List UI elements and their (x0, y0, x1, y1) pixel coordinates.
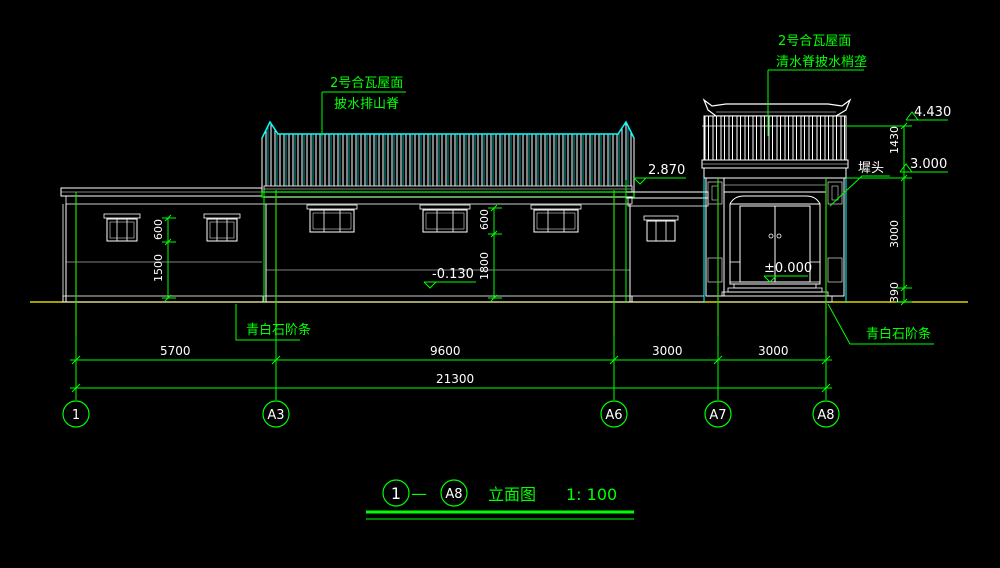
axis-bubbles (62, 400, 840, 428)
wall-corner-label: 墀头 (858, 161, 884, 176)
elev-gate-eave: 3.000 (910, 157, 947, 172)
gate-house (701, 98, 852, 336)
gate-roof (703, 115, 847, 169)
title-graphics (366, 479, 634, 520)
dim-seg-4: 3000 (758, 344, 789, 358)
window-main-1 (306, 204, 358, 233)
main-roof (261, 121, 635, 193)
elev-side-eave: 2.870 (648, 163, 685, 178)
window-left-2 (203, 213, 241, 242)
gate-roof-label-2: 清水脊披水梢垄 (776, 55, 867, 70)
dim-sill-left: 1500 (152, 254, 165, 282)
axis-label-a3: A3 (267, 408, 284, 423)
window-main-2 (419, 204, 471, 233)
stone-step-right-label: 青白石阶条 (866, 326, 931, 342)
main-roof-label-2: 披水排山脊 (334, 97, 399, 112)
axis-grid-lines (75, 178, 827, 400)
dim-gate-wall: 3000 (888, 220, 901, 248)
window-left-1 (103, 213, 141, 242)
dim-window-mid: 600 (478, 209, 491, 230)
main-roof-label-1: 2号合瓦屋面 (330, 76, 403, 91)
axis-label-1: 1 (72, 408, 80, 423)
elev-ground: ±0.000 (764, 261, 812, 276)
stone-step-left-label: 青白石阶条 (246, 322, 311, 338)
dim-seg-3: 3000 (652, 344, 683, 358)
dim-gate-base: 390 (888, 282, 901, 303)
right-wing (625, 191, 709, 303)
title-dash: — (411, 484, 427, 503)
axis-label-a8: A8 (817, 408, 834, 423)
axis-label-a6: A6 (605, 408, 622, 423)
dim-sill-mid: 1800 (478, 252, 491, 280)
level-markers (423, 111, 948, 289)
gate-roof-label-1: 2号合瓦屋面 (778, 34, 851, 49)
title-to-axis: A8 (445, 487, 462, 502)
vertical-dimension-lines (162, 122, 912, 306)
dim-total: 21300 (436, 372, 474, 386)
axis-label-a7: A7 (709, 408, 726, 423)
dim-gate-roof: 1430 (888, 126, 901, 154)
dim-seg-1: 5700 (160, 344, 191, 358)
horizontal-dimension-lines (70, 355, 832, 393)
dim-window-left: 600 (152, 219, 165, 240)
elev-gate-ridge: 4.430 (914, 105, 951, 120)
main-hall (261, 120, 635, 336)
window-right (643, 215, 679, 242)
title-scale: 1: 100 (566, 485, 617, 504)
title-name: 立面图 (488, 485, 536, 504)
dim-seg-2: 9600 (430, 344, 461, 358)
leader-lines (235, 69, 934, 345)
elev-floor: -0.130 (432, 267, 474, 282)
title-from-axis: 1 (391, 484, 401, 503)
window-main-3 (530, 204, 582, 233)
